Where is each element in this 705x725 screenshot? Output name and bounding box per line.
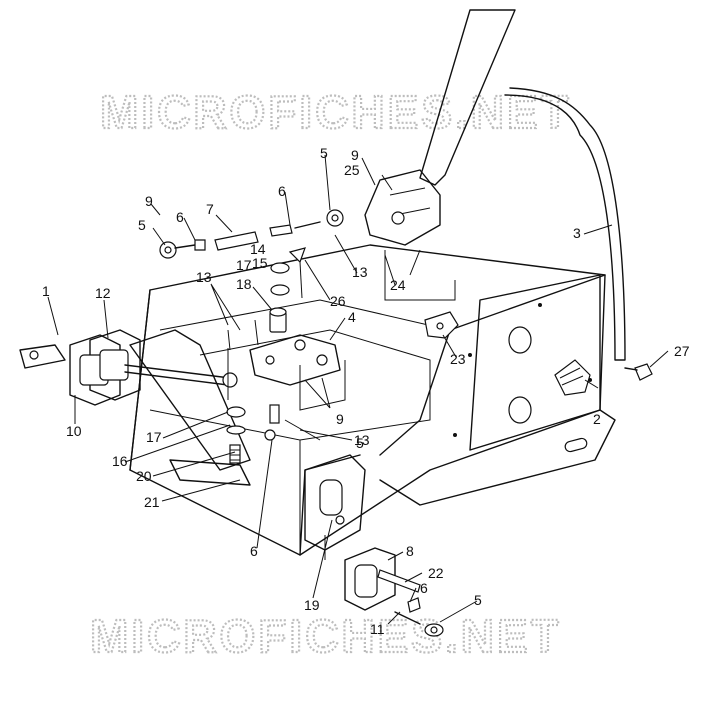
watermark-top: MICROFICHES.NET	[100, 86, 572, 138]
callout-13c: 13	[354, 432, 370, 448]
callout-12: 12	[95, 285, 111, 301]
callout-3: 3	[573, 225, 581, 241]
callout-11: 11	[370, 621, 385, 637]
callout-6c: 6	[250, 543, 258, 559]
callout-8: 8	[406, 543, 414, 559]
callout-19: 19	[304, 597, 320, 613]
callout-5d: 5	[474, 592, 482, 608]
callout-1: 1	[42, 283, 50, 299]
callout-5b: 5	[320, 145, 328, 161]
leader-lines	[47, 154, 669, 625]
upper-linkage-part-7	[159, 209, 344, 259]
callout-5a: 5	[138, 217, 146, 233]
bracket-plate-part-21	[169, 459, 251, 486]
linkage-rod	[124, 364, 238, 388]
callout-6a: 6	[176, 209, 184, 225]
left-bracket-plates	[19, 329, 251, 471]
callout-13a: 13	[196, 269, 212, 285]
callout-16: 16	[112, 453, 128, 469]
callout-7: 7	[206, 201, 214, 217]
lower-fasteners	[394, 597, 444, 637]
callout-13b: 13	[352, 264, 368, 280]
callout-23: 23	[450, 351, 466, 367]
callout-24: 24	[390, 277, 406, 293]
callout-9c: 9	[336, 411, 344, 427]
callout-15: 15	[252, 255, 268, 271]
callout-9a: 9	[145, 193, 153, 209]
guide-lines	[227, 249, 456, 560]
lower-spacer-stack	[226, 404, 280, 464]
handle-bar-part-3	[419, 9, 626, 361]
spacer-stack	[269, 247, 306, 333]
column-bracket	[364, 169, 441, 246]
callout-5c: 5	[356, 435, 364, 451]
watermark-bottom: MICROFICHES.NET	[90, 610, 562, 662]
callout-27: 27	[674, 343, 690, 359]
knob-part-2	[554, 359, 591, 396]
plate-part-8	[344, 547, 421, 611]
chassis-frame	[129, 244, 616, 556]
callout-26: 26	[330, 293, 346, 309]
callout-14: 14	[250, 241, 266, 257]
callout-6d: 6	[420, 580, 428, 596]
callout-17a: 17	[236, 257, 252, 273]
callout-labels: 1 2 3 4 5 5 5 5 6 6 6 6 7 8 9 9 9 10 11 …	[42, 145, 690, 637]
callout-18: 18	[236, 276, 252, 292]
callout-9b: 9	[351, 147, 359, 163]
latch-part-23	[424, 311, 459, 339]
callout-22: 22	[428, 565, 444, 581]
callout-4: 4	[348, 309, 356, 325]
pedal-bracket-part-19	[304, 454, 366, 551]
center-plate-part-4	[249, 334, 341, 386]
callout-6b: 6	[278, 183, 286, 199]
nut-part-27	[624, 363, 653, 381]
callout-10: 10	[66, 423, 82, 439]
callout-17b: 17	[146, 429, 162, 445]
callout-2: 2	[593, 411, 601, 427]
callout-20: 20	[136, 468, 152, 484]
callout-25: 25	[344, 162, 360, 178]
callout-21: 21	[144, 494, 160, 510]
